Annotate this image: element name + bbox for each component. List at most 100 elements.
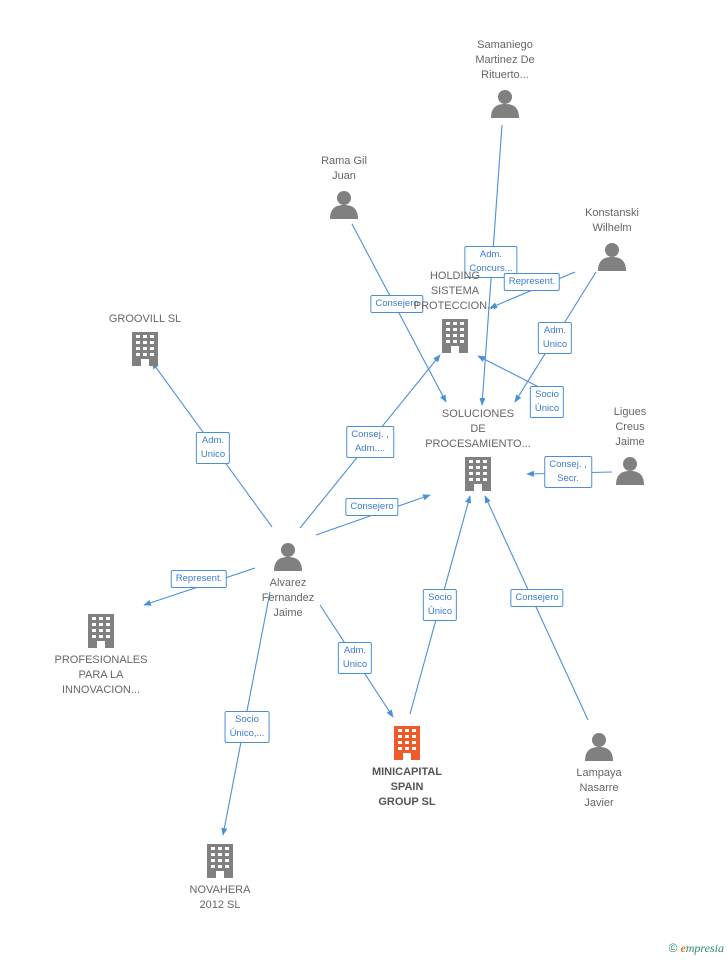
building-icon-minicapital[interactable] bbox=[394, 726, 420, 760]
node-label-line: Nasarre bbox=[579, 782, 619, 794]
building-icon-profesionales[interactable] bbox=[88, 614, 114, 648]
building-icon-soluciones[interactable] bbox=[465, 457, 491, 491]
node-label-line: Rituerto... bbox=[481, 69, 529, 81]
edge-label-line: Único,... bbox=[229, 728, 265, 739]
edge-label-line: Socio bbox=[535, 389, 559, 400]
node-label-line: Rama Gil bbox=[321, 155, 367, 167]
node-label-profesionales[interactable]: PROFESIONALES PARA LA INNOVACION... bbox=[36, 653, 166, 698]
edge-label-line: Represent. bbox=[508, 276, 556, 287]
person-icon-konstanski[interactable] bbox=[598, 243, 626, 271]
edge-label-line: Adm. bbox=[543, 325, 567, 336]
building-icon-groovill[interactable] bbox=[132, 332, 158, 366]
edge-rama-to-soluciones bbox=[351, 223, 447, 403]
edge-label-line: Único bbox=[427, 606, 453, 617]
edge-label-alvarez-to-minicapital[interactable]: Adm. Unico bbox=[337, 642, 373, 674]
edge-lampaya-to-soluciones bbox=[484, 495, 589, 721]
person-icon-alvarez[interactable] bbox=[274, 543, 302, 571]
edge-label-line: Unico bbox=[200, 449, 226, 460]
edge-label-alvarez-to-soluciones[interactable]: Consejero bbox=[345, 498, 399, 516]
node-label-line: Ligues bbox=[613, 406, 647, 418]
node-label-line: GROOVILL SL bbox=[108, 313, 182, 325]
person-icon-rama[interactable] bbox=[330, 191, 358, 219]
node-label-line: PROCESAMIENTO... bbox=[425, 438, 531, 450]
edge-label-line: Represent. bbox=[175, 573, 223, 584]
brand-name: mpresia bbox=[685, 941, 724, 955]
node-label-line: NOVAHERA bbox=[189, 884, 251, 896]
edge-label-line: Secr. bbox=[557, 473, 579, 484]
node-label-line: Jaime bbox=[273, 607, 303, 619]
node-label-line: MINICAPITAL bbox=[371, 766, 443, 778]
node-label-soluciones[interactable]: SOLUCIONES DE PROCESAMIENTO... bbox=[413, 407, 543, 452]
edge-label-line: Adm. bbox=[201, 435, 225, 446]
edge-label-line: Unico bbox=[342, 659, 368, 670]
edge-label-alvarez-to-groovill[interactable]: Adm. Unico bbox=[195, 432, 231, 464]
edge-label-alvarez-to-profesionales[interactable]: Represent. bbox=[170, 570, 228, 588]
building-icon-novahera[interactable] bbox=[207, 844, 233, 878]
edge-label-line: Consej. , bbox=[549, 459, 587, 470]
edge-label-alvarez-to-holding[interactable]: Consej. , Adm.... bbox=[346, 426, 394, 458]
brand-initial: e bbox=[680, 941, 686, 955]
edge-label-line: Consejero bbox=[375, 298, 419, 309]
node-label-line: Javier bbox=[584, 797, 614, 809]
node-label-line: SOLUCIONES bbox=[441, 408, 515, 420]
edge-label-konstanski-to-holding[interactable]: Represent. bbox=[503, 273, 561, 291]
node-label-line: Samaniego bbox=[477, 39, 533, 51]
node-label-line: Wilhelm bbox=[592, 222, 632, 234]
node-label-line: HOLDING bbox=[429, 270, 481, 282]
edge-label-lampaya-to-soluciones[interactable]: Consejero bbox=[510, 589, 564, 607]
node-label-line: DE bbox=[470, 423, 486, 435]
edge-label-konstanski-to-soluciones[interactable]: Adm. Unico bbox=[537, 322, 573, 354]
edge-label-line: Unico bbox=[542, 339, 568, 350]
person-icon-lampaya[interactable] bbox=[585, 733, 613, 761]
node-label-line: PROTECCION... bbox=[413, 300, 497, 312]
node-label-line: PROFESIONALES bbox=[54, 654, 148, 666]
edge-label-samaniego-to-soluciones[interactable]: Adm. Concurs... bbox=[464, 246, 518, 278]
edge-label-line: Consejero bbox=[515, 592, 559, 603]
node-label-line: INNOVACION... bbox=[61, 684, 141, 696]
copyright-symbol: © bbox=[668, 941, 678, 955]
edge-label-line: Concurs... bbox=[469, 263, 513, 274]
node-label-line: Lampaya bbox=[576, 767, 622, 779]
node-label-groovill[interactable]: GROOVILL SL bbox=[80, 312, 210, 327]
node-label-line: Martinez De bbox=[475, 54, 535, 66]
node-label-line: PARA LA bbox=[78, 669, 124, 681]
node-label-line: Jaime bbox=[615, 436, 645, 448]
person-icon-samaniego[interactable] bbox=[491, 90, 519, 118]
edge-label-line: Adm.... bbox=[354, 443, 386, 454]
node-label-novahera[interactable]: NOVAHERA 2012 SL bbox=[155, 883, 285, 913]
edge-label-ligues-to-soluciones[interactable]: Consej. , Secr. bbox=[544, 456, 592, 488]
edge-label-line: Socio bbox=[428, 592, 452, 603]
edge-label-line: Adm. bbox=[479, 249, 503, 260]
edge-label-line: Consejero bbox=[350, 501, 394, 512]
edges-layer bbox=[143, 124, 613, 836]
node-label-line: SISTEMA bbox=[430, 285, 480, 297]
node-label-line: Fernandez bbox=[261, 592, 315, 604]
node-label-line: Konstanski bbox=[585, 207, 639, 219]
edge-label-rama-to-soluciones[interactable]: Consejero bbox=[370, 295, 424, 313]
brand-footer[interactable]: ©empresia bbox=[669, 941, 724, 956]
node-label-holding[interactable]: HOLDING SISTEMA PROTECCION... bbox=[390, 269, 520, 314]
person-icon-ligues[interactable] bbox=[616, 457, 644, 485]
edge-label-line: Único bbox=[534, 403, 560, 414]
node-label-line: GROUP SL bbox=[378, 796, 436, 808]
node-label-line: Juan bbox=[332, 170, 356, 182]
node-label-line: SPAIN bbox=[390, 781, 424, 793]
node-label-minicapital[interactable]: MINICAPITAL SPAIN GROUP SL bbox=[342, 765, 472, 810]
edge-label-line: Consej. , bbox=[351, 429, 389, 440]
node-label-line: Creus bbox=[615, 421, 645, 433]
node-label-line: 2012 SL bbox=[199, 899, 241, 911]
building-icon-holding[interactable] bbox=[442, 319, 468, 353]
edge-label-line: Socio bbox=[235, 714, 259, 725]
edge-label-line: Adm. bbox=[343, 645, 367, 656]
node-label-line: Alvarez bbox=[269, 577, 307, 589]
